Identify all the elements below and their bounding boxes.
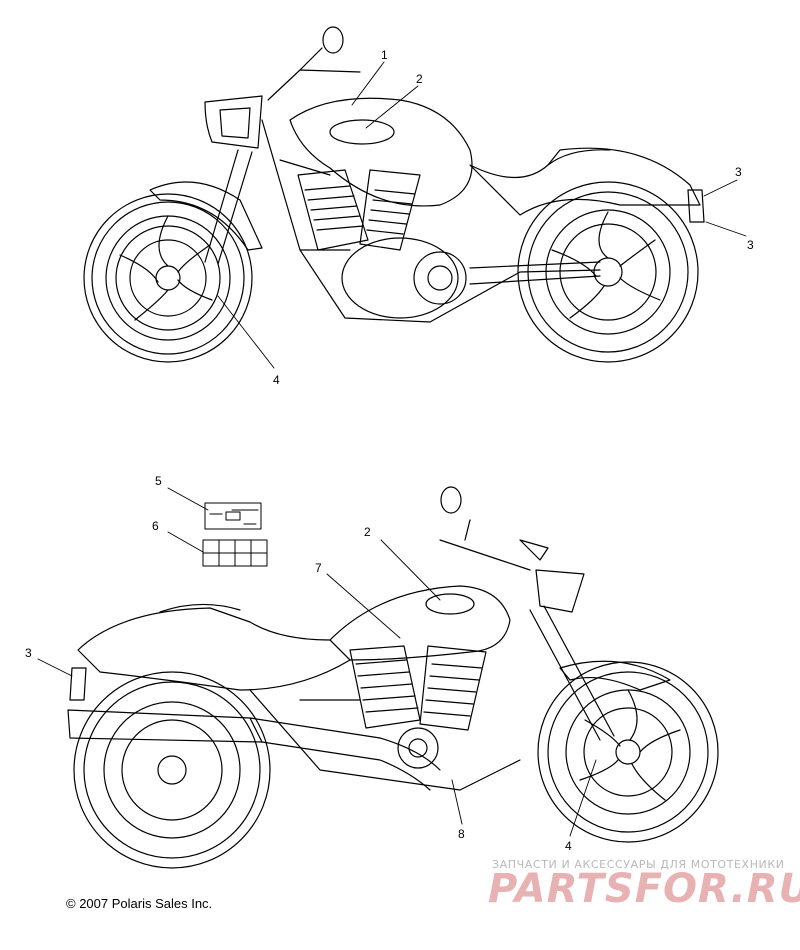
callouts-bottom: 5 6 2 7 3 8 4 (25, 474, 572, 853)
callout-3-top-a: 3 (735, 165, 742, 179)
headlight-fairing-bottom (535, 569, 585, 613)
front-fork-top (204, 149, 253, 265)
seat-rear-fender-bottom (77, 607, 351, 691)
seat-rear-fender-top (469, 147, 701, 216)
mirror-bottom (440, 486, 462, 514)
tank-decal-top (329, 119, 395, 145)
callout-2-bottom: 2 (364, 525, 371, 539)
front-wheel-top (83, 193, 253, 363)
engine-bottom (349, 645, 487, 769)
fuel-tank-top (289, 97, 473, 207)
headlight-fairing-top (204, 95, 263, 149)
callout-4-bottom: 4 (565, 839, 572, 853)
front-fender-bottom (559, 660, 671, 691)
callout-8: 8 (458, 827, 465, 841)
watermark-tagline: ЗАПЧАСТИ И АКСЕССУАРЫ ДЛЯ МОТОТЕХНИКИ (492, 858, 785, 871)
callout-3-bottom: 3 (25, 646, 32, 660)
engine-top (297, 169, 467, 319)
callout-6: 6 (152, 519, 159, 533)
callout-5: 5 (155, 474, 162, 488)
motorcycle-right-side (83, 26, 705, 363)
callout-1: 1 (381, 48, 388, 62)
callout-2-top: 2 (416, 72, 423, 86)
tire-pressure-label-decal (204, 502, 262, 530)
handlebar-top (267, 47, 361, 101)
swingarm-top (469, 261, 601, 285)
front-fender-top (149, 181, 263, 251)
front-wheel-bottom (537, 661, 719, 843)
rear-wheel-top (517, 181, 699, 363)
front-fork-bottom (529, 605, 615, 741)
rear-wheel-bottom (73, 671, 271, 869)
mirror-top (322, 26, 344, 54)
copyright-text: © 2007 Polaris Sales Inc. (66, 896, 213, 911)
motorcycle-left-side (67, 486, 719, 869)
tail-light-bottom (69, 667, 87, 701)
leader-lines (37, 61, 747, 837)
callout-3-top-b: 3 (747, 238, 754, 252)
callouts-top: 1 2 3 3 4 (273, 48, 754, 387)
load-info-label-decal (202, 539, 268, 567)
tail-light-top (687, 189, 705, 223)
handlebar-bottom (439, 519, 531, 571)
tank-decal-bottom (425, 593, 475, 615)
fuel-tank-bottom (329, 585, 511, 661)
callout-4-top: 4 (273, 373, 280, 387)
watermark-logo: PARTSFOR.RU (488, 866, 800, 912)
callout-7: 7 (315, 561, 322, 575)
exhaust-bottom (67, 709, 441, 791)
